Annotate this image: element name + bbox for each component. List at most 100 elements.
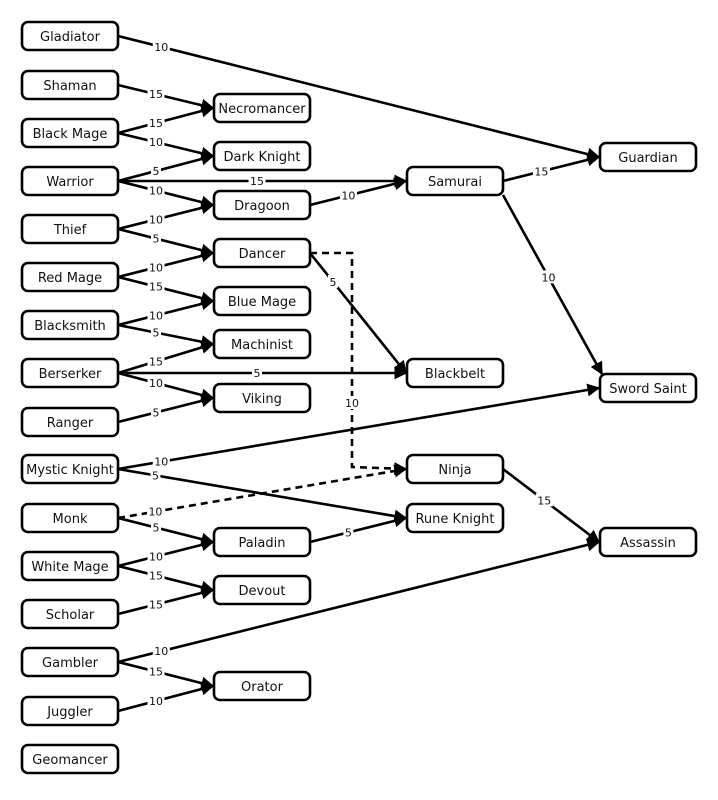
node-gladiator[interactable]: Gladiator [20,20,120,52]
node-box [405,502,505,534]
node-geomancer[interactable]: Geomancer [20,743,120,775]
node-label: Ranger [47,416,94,431]
edge-label-background [151,405,161,419]
node-label: Monk [53,512,88,527]
node-monk[interactable]: Monk [20,502,120,534]
node-label: Shaman [43,79,96,94]
node-box [20,309,120,341]
edge-black-mage-to-necromancer [117,104,215,135]
node-machinist[interactable]: Machinist [212,328,312,360]
edge-label-background [147,212,165,226]
edge-label: 10 [147,376,165,390]
node-box [20,165,120,197]
edge-paladin-to-rune-knight [309,514,408,544]
edge-weight-text: 10 [154,456,168,469]
edge-weight-text: 15 [149,88,163,101]
node-blackbelt[interactable]: Blackbelt [405,357,505,389]
node-ninja[interactable]: Ninja [405,453,505,485]
edge-label-background [147,135,165,149]
node-assassin[interactable]: Assassin [598,526,698,558]
node-red-mage[interactable]: Red Mage [20,261,120,293]
edge-label: 5 [151,231,161,246]
edge-label: 10 [152,644,170,658]
edge-label-background [540,270,558,284]
edge-label-background [147,279,165,293]
edge-label-background [343,396,361,409]
node-white-mage[interactable]: White Mage [20,550,120,582]
node-necromancer[interactable]: Necromancer [212,92,312,124]
edge-weight-text: 10 [149,550,163,563]
edge-label-background [147,308,165,322]
edge-weight-text: 5 [330,276,337,289]
edge-weight-text: 5 [254,367,261,380]
edge-weight-text: 10 [149,136,163,149]
edge-juggler-to-orator [117,682,215,713]
edge-label-background [343,525,354,539]
node-box [20,20,120,52]
node-dragoon[interactable]: Dragoon [212,189,312,221]
edge-thief-to-dancer [117,227,215,257]
node-orator[interactable]: Orator [212,670,312,702]
node-box [212,189,312,221]
node-label: Guardian [618,151,677,166]
node-mystic-knight[interactable]: Mystic Knight [20,453,120,485]
node-shaman[interactable]: Shaman [20,69,120,101]
node-dark-knight[interactable]: Dark Knight [212,140,312,172]
edge-label-background [147,354,165,368]
edge-label: 10 [147,694,165,708]
edge-weight-text: 10 [149,261,163,274]
node-ranger[interactable]: Ranger [20,406,120,438]
node-warrior[interactable]: Warrior [20,165,120,197]
node-gambler[interactable]: Gambler [20,646,120,678]
node-rune-knight[interactable]: Rune Knight [405,502,505,534]
edge-samurai-to-sword-saint [501,194,604,376]
node-blacksmith[interactable]: Blacksmith [20,309,120,341]
edge-warrior-to-dragoon [117,179,215,209]
node-guardian[interactable]: Guardian [598,141,698,173]
node-devout[interactable]: Devout [212,574,312,606]
edge-label: 10 [152,39,170,54]
edge-weight-text: 10 [154,41,168,54]
node-label: Geomancer [32,753,108,768]
edge-label-background [147,116,165,129]
node-label: Assassin [620,536,676,551]
edge-dancer-to-blackbelt [308,252,408,375]
edge-label: 10 [540,270,558,284]
node-label: Samurai [428,175,482,190]
edge-weight-text: 5 [153,327,160,340]
node-label: Dragoon [234,199,290,214]
node-box [20,695,120,727]
node-juggler[interactable]: Juggler [20,695,120,727]
edge-label: 15 [147,354,165,368]
node-label: White Mage [31,560,108,575]
edge-weight-text: 15 [250,175,264,188]
node-blue-mage[interactable]: Blue Mage [212,285,312,317]
node-label: Blue Mage [228,295,296,310]
node-thief[interactable]: Thief [20,213,120,245]
node-label: Dancer [239,247,286,262]
node-sword-saint[interactable]: Sword Saint [598,372,698,404]
node-black-mage[interactable]: Black Mage [20,117,120,149]
node-viking[interactable]: Viking [212,382,312,414]
edge-label-background [152,39,170,53]
edge-label-background [151,325,161,339]
node-box [405,357,505,389]
edge-weight-text: 15 [149,117,163,130]
node-berserker[interactable]: Berserker [20,357,120,389]
edge-label: 15 [248,174,266,188]
edge-label: 5 [151,405,161,419]
node-samurai[interactable]: Samurai [405,165,505,197]
node-dancer[interactable]: Dancer [212,237,312,269]
edge-weight-text: 15 [149,355,163,368]
edge-shaman-to-necromancer [117,83,215,112]
node-scholar[interactable]: Scholar [20,598,120,630]
node-paladin[interactable]: Paladin [212,526,312,558]
node-box [212,328,312,360]
edge-label: 5 [252,366,262,380]
node-box [20,357,120,389]
node-label: Rune Knight [415,512,494,527]
node-label: Ninja [438,463,471,478]
node-box [20,598,120,630]
